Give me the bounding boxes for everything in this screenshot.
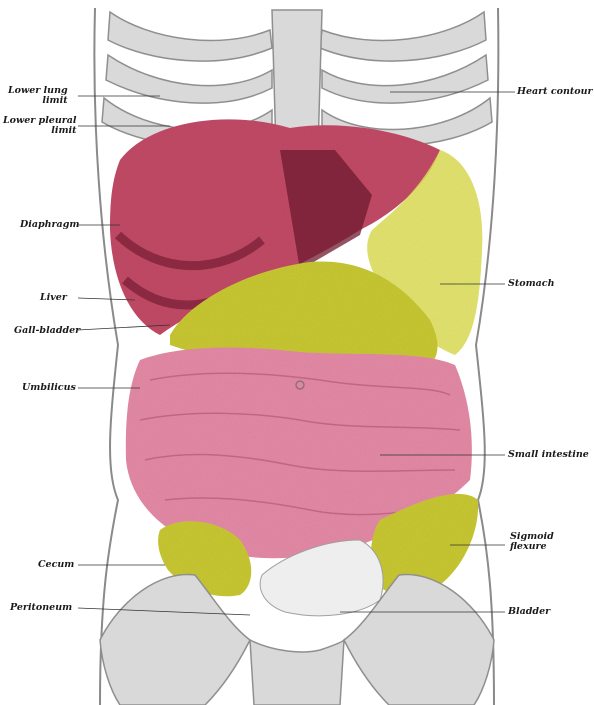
intestine-coils [139,372,461,516]
label-heart-contour: Heart contour [517,86,593,97]
sigmoid-flexure [370,493,479,596]
label-lower-lung-limit: Lower lung limit [8,85,68,106]
label-peritoneum: Peritoneum [10,602,73,613]
label-umbilicus: Umbilicus [22,382,76,393]
pelvis [99,573,495,705]
transverse-colon [170,261,438,371]
label-stomach: Stomach [508,278,555,289]
label-gall-bladder: Gall-bladder [14,325,81,336]
leader-lines [77,91,515,616]
liver [110,119,440,336]
label-bladder: Bladder [508,606,551,617]
torso-outline [93,7,500,705]
label-sigmoid-flexure: Sigmoid flexure [510,531,554,552]
liver-rib-shadows [114,150,372,310]
small-intestine [125,347,472,559]
label-small-intestine: Small intestine [508,449,589,460]
label-liver: Liver [40,292,67,303]
label-diaphragm: Diaphragm [20,219,80,230]
label-lower-pleural-limit: Lower pleural limit [3,115,77,136]
label-cecum: Cecum [38,559,75,570]
